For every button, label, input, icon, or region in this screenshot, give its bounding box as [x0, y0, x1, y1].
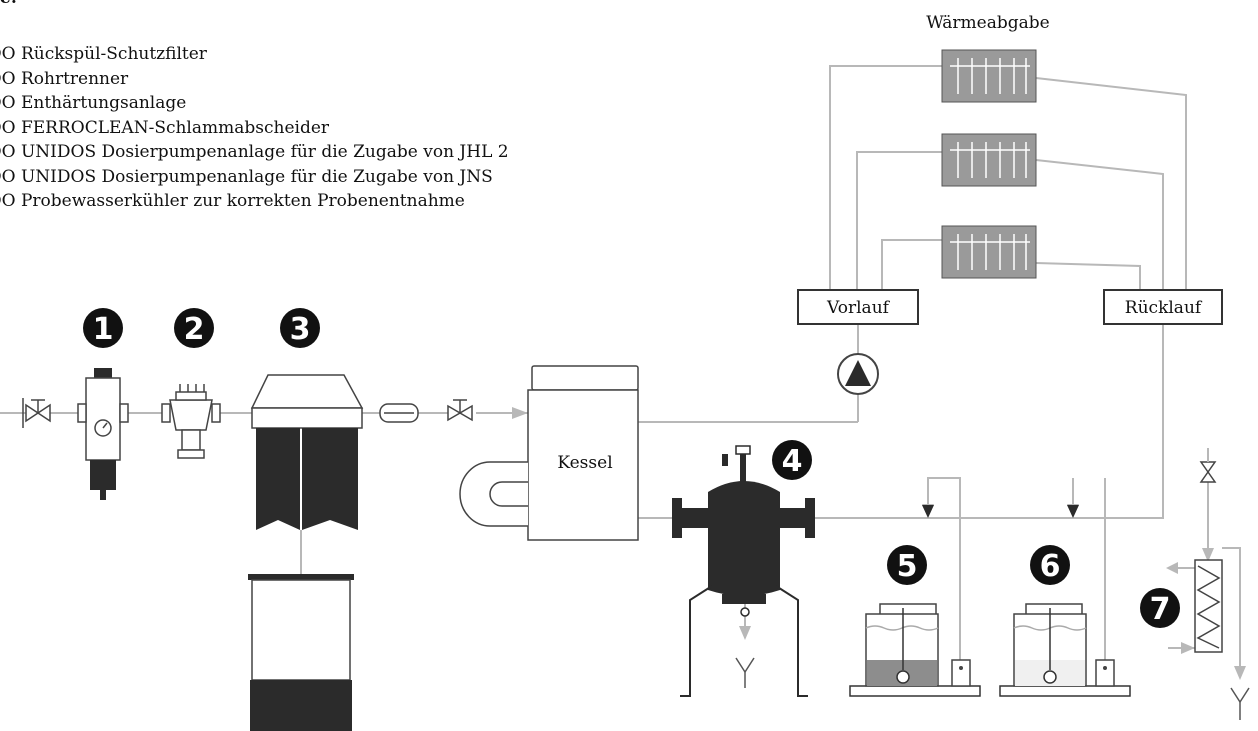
legend-heading: de: [0, 0, 17, 11]
boiler-label: Kessel [557, 453, 612, 473]
sample-cooler [1194, 448, 1223, 653]
pipe-separator [161, 384, 221, 459]
radiator-bottom [941, 225, 1037, 279]
legend-item-1: DO Rückspül-Schutzfilter [0, 44, 207, 64]
marker-2: 2 [174, 308, 214, 348]
marker-1: 1 [83, 308, 123, 348]
svg-text:4: 4 [782, 444, 803, 479]
svg-text:6: 6 [1040, 549, 1061, 584]
legend-item-7: DO Probewasserkühler zur korrekten Probe… [0, 191, 465, 211]
sludge-separator [672, 445, 815, 697]
water-softener [248, 374, 364, 731]
legend-item-2: DO Rohrtrenner [0, 68, 129, 89]
marker-4: 4 [772, 440, 812, 480]
supply-label: Vorlauf [826, 298, 891, 318]
radiator-middle [941, 133, 1037, 187]
drain-funnels [735, 657, 1250, 720]
marker-5: 5 [887, 545, 927, 585]
legend-item-5: DO UNIDOS Dosierpumpenanlage für die Zug… [0, 142, 509, 162]
supply-box [797, 289, 919, 325]
legend-list: DO Rückspül-Schutzfilter DO Rohrtrenner … [0, 42, 688, 214]
inlet-valve [22, 398, 51, 428]
marker-3: 3 [280, 308, 320, 348]
legend-item-4: DO FERROCLEAN-Schlammabscheider [0, 117, 330, 138]
svg-text:5: 5 [897, 549, 918, 584]
svg-text:2: 2 [184, 312, 205, 347]
water-meter [379, 403, 419, 423]
radiator-top [941, 49, 1037, 103]
dosing-station-jhl2 [849, 603, 981, 697]
heat-output-label: Wärmeabgabe [926, 13, 1049, 33]
dosing-station-jns [999, 603, 1131, 697]
svg-text:3: 3 [290, 312, 311, 347]
marker-7: 7 [1140, 588, 1180, 628]
svg-text:1: 1 [93, 312, 114, 347]
legend-item-3: DO Enthärtungsanlage [0, 93, 187, 113]
radiators [941, 49, 1037, 279]
dark-arrows [922, 505, 1079, 518]
markers: 1 2 3 4 5 6 7 [83, 308, 1180, 628]
return-box [1103, 289, 1223, 325]
legend-item-6: DO UNIDOS Dosierpumpenanlage für die Zug… [0, 166, 493, 187]
return-label: Rücklauf [1125, 298, 1203, 318]
circulation-pump [837, 353, 879, 395]
boiler [459, 365, 639, 541]
svg-text:7: 7 [1150, 592, 1171, 627]
backflush-filter [77, 368, 129, 500]
marker-6: 6 [1030, 545, 1070, 585]
boiler-inlet-valve [447, 399, 473, 422]
